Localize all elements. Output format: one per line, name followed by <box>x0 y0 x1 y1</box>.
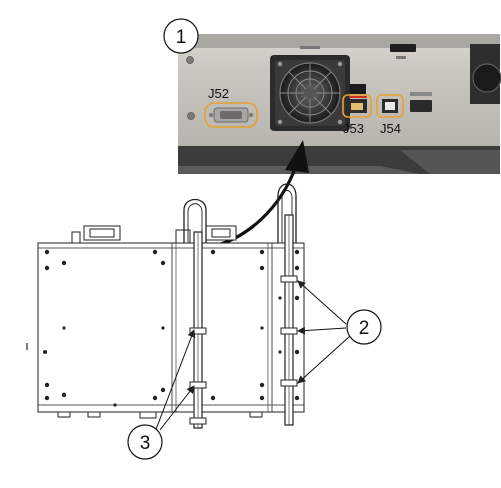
rear-panel-photo: J52 J53 J54 <box>178 34 501 174</box>
j53-highlight <box>342 94 372 118</box>
chassis-drawing <box>26 183 305 429</box>
chassis-holes <box>43 249 300 407</box>
label-j52: J52 <box>208 86 229 101</box>
leader-lines <box>154 280 351 433</box>
callout-2: 2 <box>346 309 382 345</box>
callout-1-number: 1 <box>176 27 187 48</box>
j53-connector <box>347 84 367 113</box>
callout-2-number: 2 <box>359 318 370 339</box>
callout-3: 3 <box>127 424 163 460</box>
j52-highlight <box>204 102 258 128</box>
callout-3-number: 3 <box>140 433 151 454</box>
label-j54: J54 <box>380 121 401 136</box>
label-j53: J53 <box>343 121 364 136</box>
callout-1: 1 <box>163 18 199 54</box>
j52-connector <box>209 107 253 123</box>
j54-connector <box>382 99 398 113</box>
j54-highlight <box>376 94 404 118</box>
